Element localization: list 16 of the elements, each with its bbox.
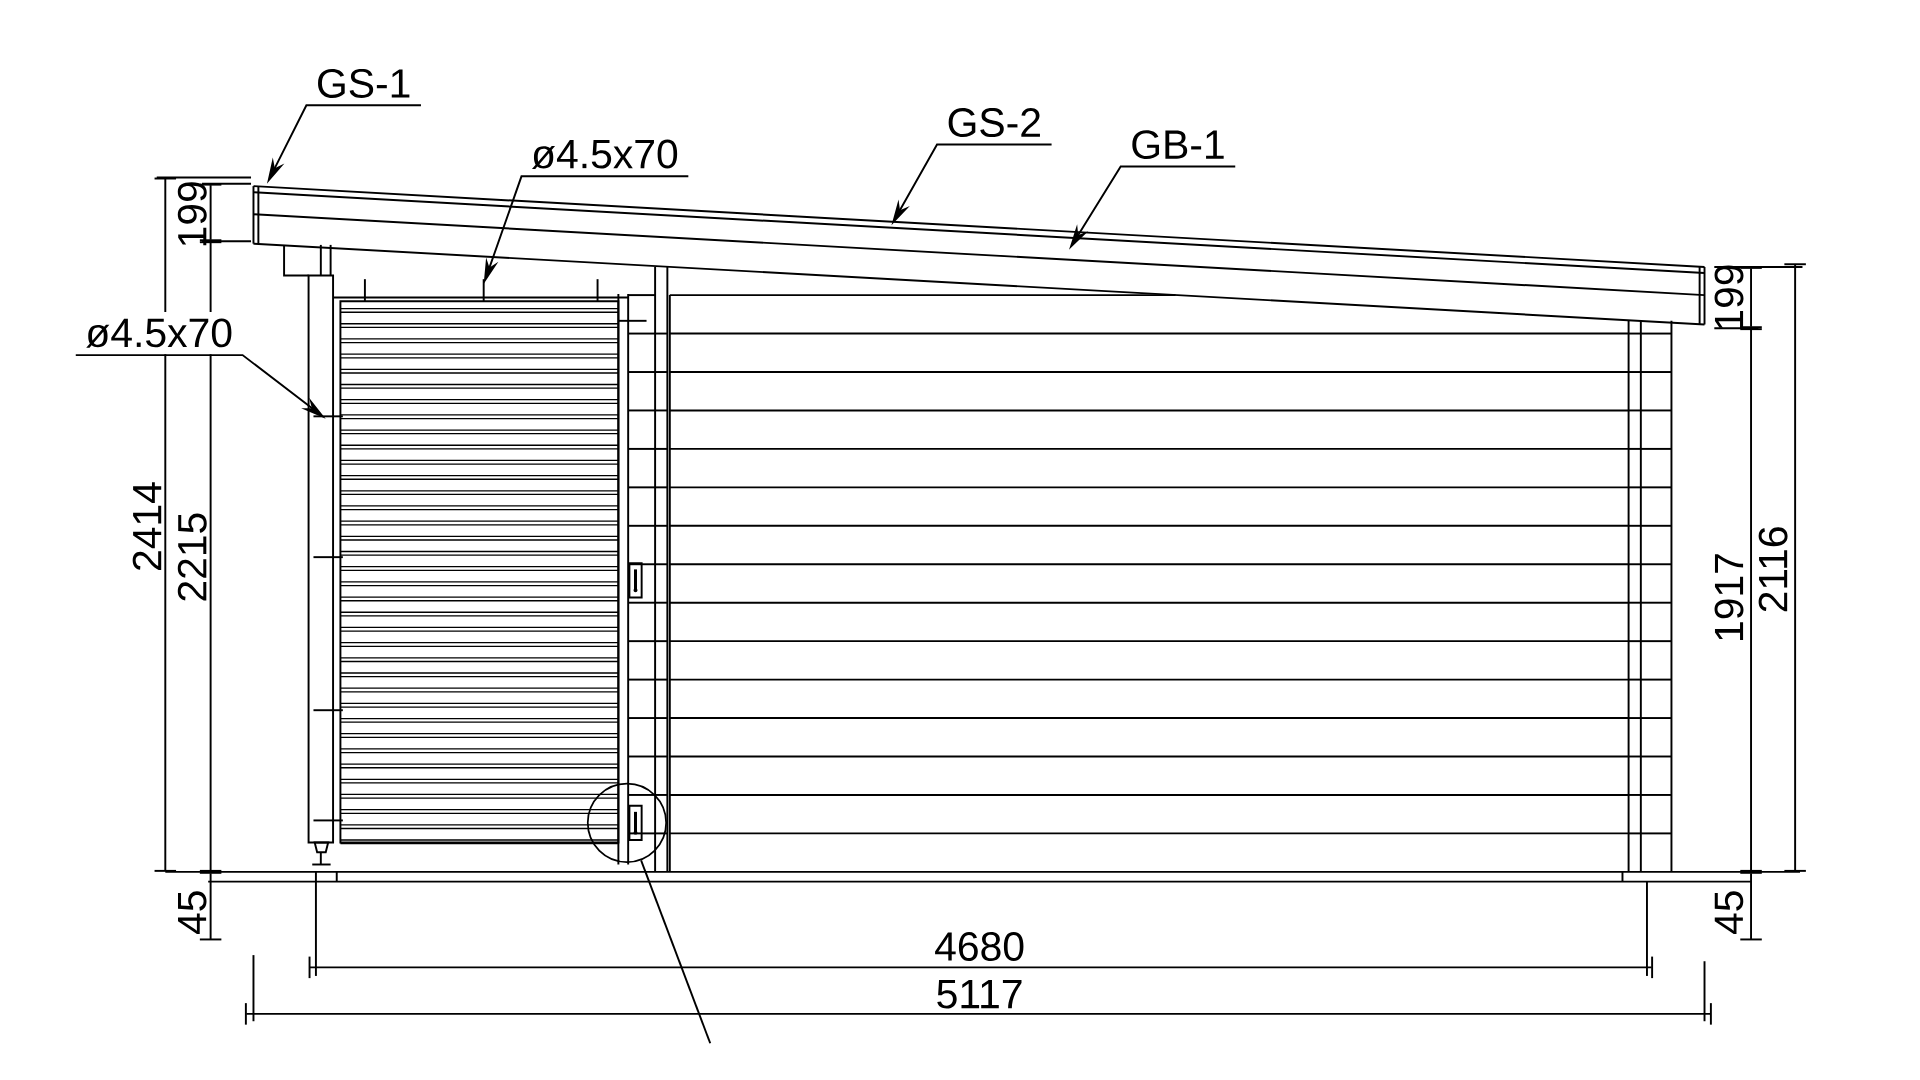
dimension-label: 2215 [177,513,207,601]
leader-label: ø4.5x70 [76,311,242,355]
dimension-label: 2414 [132,482,162,570]
leader-label: GS-1 [307,62,420,105]
leader-label: GS-2 [938,101,1051,144]
dimension-label: 1917 [1714,554,1744,640]
leader-label: GB-1 [1121,123,1235,166]
dimension-label: 4680 [935,932,1024,961]
detail-circle [586,782,667,863]
dimension-label: 45 [178,891,207,935]
dimension-label: 45 [1714,891,1744,935]
dimension-label: 5117 [937,980,1022,1009]
leader-line [640,859,712,1045]
dimension-label: 199 [177,182,207,246]
leader-label: ø4.5x70 [522,133,688,176]
dimension-label: 2116 [1758,527,1788,612]
